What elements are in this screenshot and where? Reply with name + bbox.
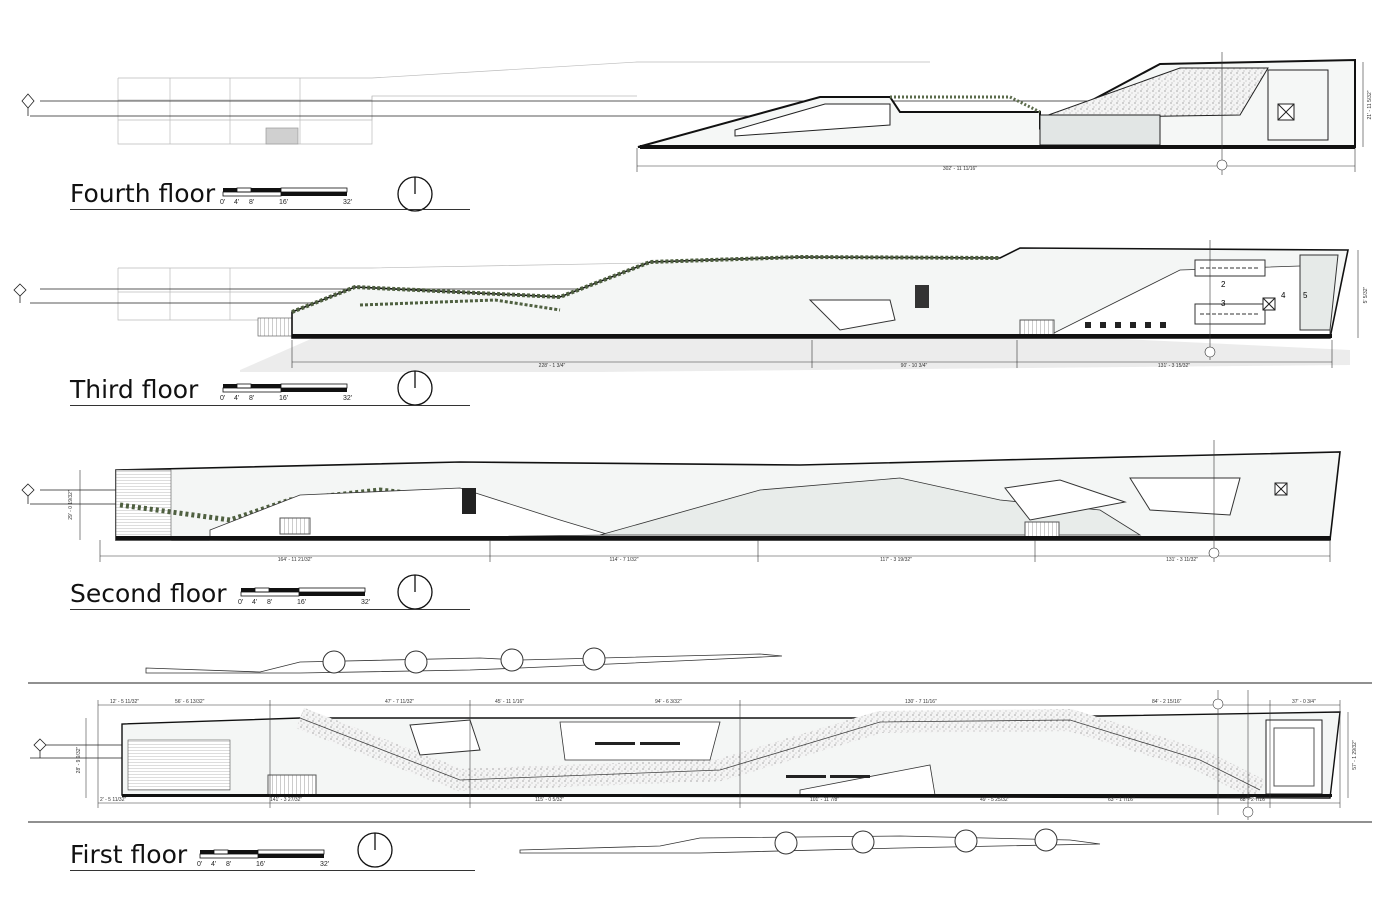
first-floor-bottom-dim-4: 101' - 11 7/8" [810,797,839,803]
scale-tick: 4' [234,395,240,402]
third-floor-dim-2: 90' - 10 3/4" [901,363,928,369]
first-floor-top-dim-1: 12' - 5 11/32" [110,699,139,705]
scale-tick: 0' [220,395,226,402]
scale-tick: 0' [238,599,244,606]
scale-tick: 16' [256,861,266,868]
scale-tick: 32' [320,861,330,868]
tree-icon [500,648,524,672]
first-floor-bottom-dim-6: 63' - 1 7/16" [1108,797,1135,803]
scale-tick: 8' [249,395,255,402]
scale-bar-third [222,383,348,393]
scale-bar-first [199,849,325,859]
scale-tick: 4' [211,861,217,868]
first-floor-top-dim-labels: 12' - 5 11/32" 56' - 6 13/32" 47' - 7 11… [110,699,1316,705]
second-floor-dimension [79,440,1331,562]
first-floor-top-dim-2: 56' - 6 13/32" [175,699,205,705]
fourth-floor-building [637,58,1356,149]
north-arrow-third [397,370,433,406]
first-floor-building [121,707,1341,800]
fourth-floor-side-dim-label: 21' - 11 5/32" [1367,90,1373,119]
scale-tick: 8' [267,599,273,606]
first-floor-bottom-dim-7: 68' - 2 7/16" [1240,797,1267,803]
third-floor-title: Third floor [70,375,199,404]
second-floor-title-underline [70,609,470,610]
scale-tick: 32' [343,395,353,402]
second-floor-plan: 164' - 11 21/32" 114' - 7 1/32" 117' - 3… [21,440,1341,563]
scale-tick: 32' [361,599,371,606]
scale-tick: 8' [226,861,232,868]
second-floor-dim-3: 117' - 3 19/32" [880,557,912,563]
third-floor-dimension [291,240,1359,368]
third-floor-side-dim: 5' 5/32" [1363,286,1369,303]
first-floor-top-dim-6: 130' - 7 11/16" [905,699,937,705]
scale-tick: 16' [279,199,289,206]
first-floor-title: First floor [70,840,188,869]
third-floor-dim-1: 228' - 1 3/4" [539,363,566,369]
first-floor-side-dim: 28' - 9 9/32" [76,746,82,773]
fourth-floor-plan: 302' - 11 11/16" 21' - 11 5/32" [21,52,1373,175]
room-number-3: 3 [1221,299,1226,308]
second-floor-dim-1: 164' - 11 21/32" [278,557,313,563]
scale-tick: 0' [220,199,226,206]
first-floor-bottom-dim-labels: 2' - 5 11/32" 141' - 3 27/32" 115' - 0 5… [100,797,1267,803]
fourth-floor-ghost-outline [117,61,930,145]
first-floor-bottom-dim-3: 115' - 0 5/32" [535,797,564,803]
first-floor-top-dim-5: 94' - 6 3/32" [655,699,682,705]
tree-icon [954,829,978,853]
second-floor-building [115,451,1341,541]
third-floor-title-underline [70,405,470,406]
second-floor-side-dim: 29' - 0 19/32" [68,490,74,520]
first-floor-plan: 12' - 5 11/32" 56' - 6 13/32" 47' - 7 11… [28,647,1372,855]
second-floor-dim-4: 131' - 3 11/32" [1166,557,1198,563]
third-floor-dim-3: 131' - 3 15/32" [1158,363,1190,369]
scale-bar-second [240,587,366,597]
scale-tick: 32' [343,199,353,206]
tree-icon [774,831,798,855]
second-floor-title: Second floor [70,579,227,608]
room-number-2: 2 [1221,280,1226,289]
room-number-5: 5 [1303,291,1308,300]
first-floor-bottom-dim-2: 141' - 3 27/32" [270,797,302,803]
first-floor-top-dim-8: 37' - 0 3/4" [1292,699,1316,705]
second-floor-dim-2: 114' - 7 1/32" [609,557,638,563]
first-floor-top-dim-3: 47' - 7 11/32" [385,699,414,705]
scale-bar-fourth [222,187,348,197]
first-floor-top-dim-4: 45' - 11 1/16" [495,699,524,705]
first-floor-landscape-top [145,647,783,674]
third-floor-plan: 2 3 4 5 228' - 1 3/4" 90' - 10 3/4" 131'… [13,240,1369,372]
first-floor-side-dim-right: 57' - 1 29/32" [1352,740,1358,770]
first-floor-top-dim-7: 84' - 2 15/16" [1152,699,1182,705]
north-arrow-first [357,832,393,868]
scale-tick: 8' [249,199,255,206]
tree-icon [1034,828,1058,852]
first-floor-bottom-dim-5: 49' - 5 25/32" [980,797,1010,803]
north-arrow-second [397,574,433,610]
room-number-4: 4 [1281,291,1286,300]
scale-tick: 4' [234,199,240,206]
scale-tick: 4' [252,599,258,606]
third-floor-building [291,247,1349,339]
fourth-floor-title-underline [70,209,470,210]
tree-icon [582,647,606,671]
tree-icon [322,650,346,674]
fourth-floor-dim-label: 302' - 11 11/16" [943,166,977,172]
scale-tick: 16' [279,395,289,402]
tree-icon [404,650,428,674]
first-floor-title-underline [70,870,475,871]
first-floor-dimensions-lines [85,690,1349,820]
third-floor-shadow [240,335,1350,372]
first-floor-landscape-bottom [519,828,1101,855]
scale-tick: 16' [297,599,307,606]
tree-icon [851,830,875,854]
first-floor-bottom-dim-1: 2' - 5 11/32" [100,797,126,803]
north-arrow-fourth [397,176,433,212]
third-floor-room-numbers: 2 3 4 5 [1221,280,1308,308]
fourth-floor-title: Fourth floor [70,179,216,208]
scale-tick: 0' [197,861,203,868]
fourth-floor-dimension [636,52,1364,175]
